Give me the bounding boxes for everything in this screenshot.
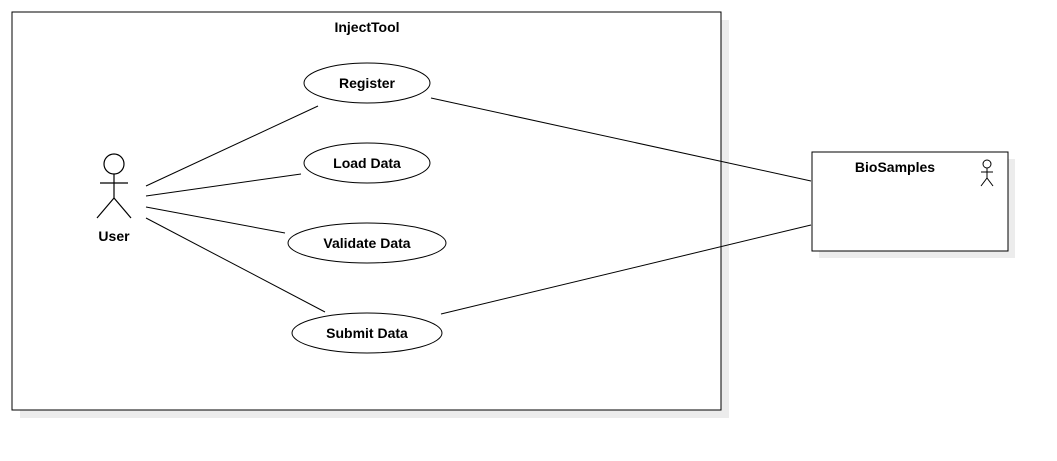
stick-figure-icon	[980, 159, 994, 187]
actor-left-leg	[96, 197, 115, 219]
system-title: InjectTool	[334, 19, 399, 35]
associations	[145, 97, 812, 315]
actor-user[interactable]	[96, 153, 132, 219]
validate-data-ellipse	[287, 222, 447, 264]
use-case-label: Register	[339, 75, 396, 91]
use-case-load-data[interactable]: Load Data	[303, 142, 431, 184]
association-submit-data-biosamples	[440, 224, 812, 315]
use-case-label: Load Data	[333, 155, 401, 171]
external-system-biosamples[interactable]: BioSamples	[811, 151, 1009, 252]
use-case-label: Submit Data	[326, 325, 408, 341]
association-user-submit-data	[145, 217, 326, 313]
actor-head	[103, 153, 125, 175]
association-user-register	[145, 105, 319, 187]
association-user-load-data	[145, 173, 302, 197]
biosamples-box	[811, 151, 1009, 252]
actor-name: User	[98, 228, 130, 244]
association-register-biosamples	[430, 97, 812, 182]
association-user-validate-data	[145, 206, 286, 234]
submit-data-ellipse	[291, 312, 443, 354]
use-case-submit-data[interactable]: Submit Data	[291, 312, 443, 354]
load-data-ellipse	[303, 142, 431, 184]
register-ellipse	[303, 62, 431, 104]
use-case-validate-data[interactable]: Validate Data	[287, 222, 447, 264]
external-system-name: BioSamples	[855, 159, 935, 175]
use-case-register[interactable]: Register	[303, 62, 431, 104]
use-case-label: Validate Data	[323, 235, 410, 251]
actor-right-leg	[113, 197, 132, 219]
